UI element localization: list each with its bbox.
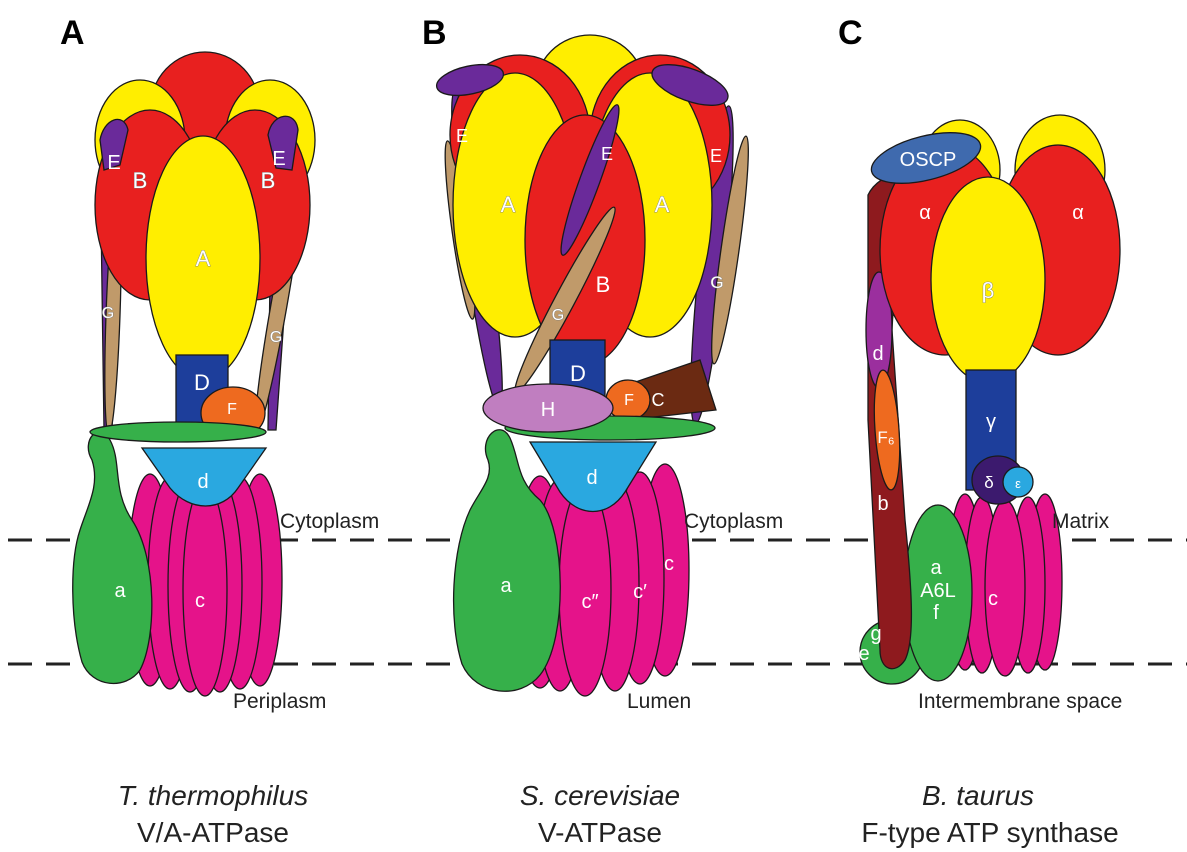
a-env-top: Cytoplasm	[280, 510, 379, 533]
c-env-bottom: Intermembrane space	[918, 690, 1122, 713]
b-label-f: F	[624, 392, 634, 409]
b-label-c-prime: c′	[633, 581, 647, 603]
b-env-bottom: Lumen	[627, 690, 691, 713]
b-complex-type: V-ATPase	[538, 817, 662, 848]
b-label-g-mid: G	[552, 307, 564, 324]
c-label-oscp: OSCP	[900, 149, 957, 171]
a-collar	[90, 422, 266, 442]
b-species: S. cerevisiae	[520, 780, 680, 811]
c-complex-type: F-type ATP synthase	[861, 817, 1118, 848]
b-label-b: B	[596, 272, 611, 297]
c-label-delta: δ	[984, 473, 993, 492]
c-label-c: c	[988, 588, 998, 610]
b-env-top: Cytoplasm	[684, 510, 783, 533]
c-env-top: Matrix	[1052, 510, 1110, 533]
c-label-b: b	[877, 493, 888, 515]
c-label-epsilon: ε	[1015, 476, 1021, 491]
a-label-f: F	[227, 401, 237, 418]
b-label-a-subunit: a	[500, 575, 512, 597]
a-species: T. thermophilus	[118, 780, 308, 811]
b-label-d-lower: d	[586, 467, 597, 489]
a-label-b-left: B	[133, 168, 148, 193]
c-label-a6l: A6L	[920, 580, 956, 602]
c-label-beta: β	[982, 278, 995, 303]
c-label-f6: F₆	[877, 428, 894, 447]
a-label-e-left: E	[107, 152, 120, 174]
a-label-g-left: G	[102, 305, 114, 322]
b-label-c: c	[664, 553, 674, 575]
b-label-h: H	[541, 399, 555, 421]
a-label-e-right: E	[272, 148, 285, 170]
a-subunit-a	[73, 432, 152, 684]
c-label-alpha-left: α	[919, 202, 931, 224]
b-label-e-left: E	[456, 126, 468, 146]
panel-a: A	[60, 14, 379, 848]
c-label-a: a	[930, 557, 942, 579]
a-label-a-subunit: a	[114, 580, 126, 602]
panel-c-letter: C	[838, 14, 863, 52]
c-label-gamma: γ	[986, 411, 996, 433]
a-label-c: c	[195, 590, 205, 612]
c-label-e: e	[858, 643, 869, 665]
c-species: B. taurus	[922, 780, 1034, 811]
a-label-d-upper: D	[194, 370, 210, 395]
b-label-e-right: E	[710, 146, 722, 166]
panel-b: B	[422, 14, 783, 848]
b-label-a-left: A	[501, 192, 516, 217]
panel-b-letter: B	[422, 14, 447, 52]
b-label-c-subunit: C	[652, 390, 665, 410]
a-complex-type: V/A-ATPase	[137, 817, 289, 848]
b-subunit-a	[454, 430, 561, 691]
b-label-c-double-prime: c″	[581, 591, 598, 613]
c-label-g: g	[870, 623, 881, 645]
a-label-b-right: B	[261, 168, 276, 193]
a-label-g-right: G	[270, 329, 282, 346]
c-label-alpha-right: α	[1072, 202, 1084, 224]
b-label-a-right: A	[655, 192, 670, 217]
b-label-d-upper: D	[570, 361, 586, 386]
panel-a-letter: A	[60, 14, 85, 52]
panel-c: C OSCP α α β	[838, 14, 1122, 848]
b-label-g-right: G	[710, 273, 723, 292]
a-label-a: A	[196, 246, 211, 271]
c-label-d: d	[872, 343, 883, 365]
b-label-e-mid: E	[601, 144, 613, 164]
a-label-d-lower: d	[197, 471, 208, 493]
a-env-bottom: Periplasm	[233, 690, 326, 713]
c-label-f: f	[933, 602, 939, 624]
